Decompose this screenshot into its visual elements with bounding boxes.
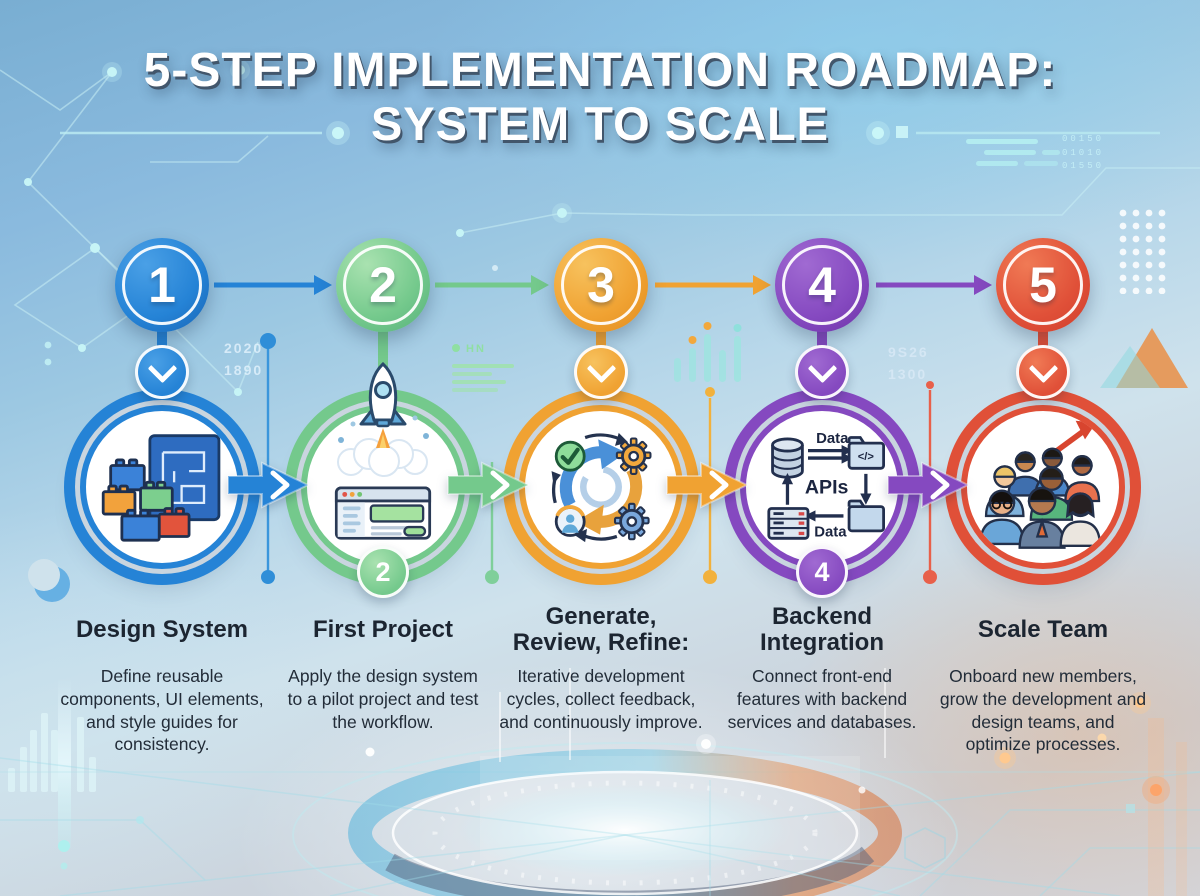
step-4: 4 Data </> (712, 238, 932, 858)
step-number: 5 (1029, 257, 1057, 313)
step-5: 5 (933, 238, 1153, 858)
step-number-badge: 4 (796, 546, 848, 598)
step-title: Scale Team (977, 616, 1109, 644)
step-number-circle: 1 (115, 238, 209, 332)
step-description: Apply the design system to a pilot proje… (287, 666, 479, 732)
step-text: Generate, Review, Refine: Iterative deve… (491, 602, 711, 733)
step-icon-circle (80, 405, 244, 569)
step-title: Backend Integration (760, 603, 884, 656)
step-2: 2 (273, 238, 493, 858)
step-number-circle: 4 (775, 238, 869, 332)
step-number-circle: 2 (336, 238, 430, 332)
apis-label: APIs (805, 477, 849, 499)
step-number: 2 (369, 257, 397, 313)
block-arrow-4-5 (887, 461, 971, 509)
title-line-2: SYSTEM TO SCALE (370, 96, 830, 150)
chevron-down-icon (574, 345, 628, 399)
gear-icon (615, 437, 652, 475)
data-label: Data (814, 523, 847, 540)
database-api-folders-icon: Data </> Data (767, 430, 885, 540)
step-text: First Project Apply the design system to… (273, 602, 493, 733)
gear-icon (613, 502, 650, 541)
step-number-circle: 3 (554, 238, 648, 332)
browser-window-icon (334, 486, 432, 540)
design-blocks-blueprint-icon (101, 434, 221, 542)
data-flow-arrows (808, 448, 844, 460)
arrow-step2-to-step3 (435, 275, 549, 295)
step-text: Scale Team Onboard new members, grow the… (933, 602, 1153, 756)
step-title: Design System (75, 616, 249, 644)
step-text: Design System Define reusable components… (52, 602, 272, 756)
arrow-step3-to-step4 (655, 275, 771, 295)
step-1: 1 (52, 238, 272, 858)
step-number: 4 (808, 257, 836, 313)
step-description: Define reusable components, UI elements,… (60, 666, 264, 755)
infographic-title: 5-STEP IMPLEMENTATION ROADMAP: SYSTEM TO… (0, 44, 1200, 150)
step-description: Onboard new members, grow the developmen… (939, 666, 1147, 755)
iteration-cycle-gears-icon (551, 432, 652, 543)
database-icon (771, 437, 804, 479)
step-number: 1 (148, 257, 176, 313)
step-description: Iterative development cycles, collect fe… (499, 666, 703, 732)
step-number: 3 (587, 257, 615, 313)
step-icon-circle: Data </> Data (740, 405, 904, 569)
code-folder-icon: </> (847, 436, 885, 470)
team-growth-arrow-icon (979, 420, 1102, 549)
step-description: Connect front-end features with backend … (727, 666, 917, 732)
block-arrow-2-3 (447, 461, 531, 509)
step-icon-circle (961, 405, 1125, 569)
globe-user-icon (554, 505, 586, 537)
step-number-badge: 2 (357, 546, 409, 598)
svg-text:</>: </> (858, 451, 875, 463)
step-title: Generate, Review, Refine: (512, 603, 690, 656)
warm-pillar (1176, 742, 1187, 896)
chevron-down-icon (135, 345, 189, 399)
title-line-1: 5-STEP IMPLEMENTATION ROADMAP: (143, 44, 1057, 97)
arrow-step4-to-step5 (876, 275, 992, 295)
server-icon (767, 507, 810, 540)
chevron-down-icon (795, 345, 849, 399)
block-arrow-1-2 (227, 461, 311, 509)
step-icon-circle (519, 405, 683, 569)
connector-stem (378, 326, 388, 386)
step-number-circle: 5 (996, 238, 1090, 332)
step-title: First Project (312, 616, 454, 644)
rocket-launch-icon (337, 361, 429, 477)
chevron-down-icon (1016, 345, 1070, 399)
folder-icon (847, 499, 885, 533)
step-3: 3 (491, 238, 711, 858)
block-arrow-3-4 (666, 461, 750, 509)
step-text: Backend Integration Connect front-end fe… (712, 602, 932, 733)
data-label: Data (816, 430, 849, 447)
